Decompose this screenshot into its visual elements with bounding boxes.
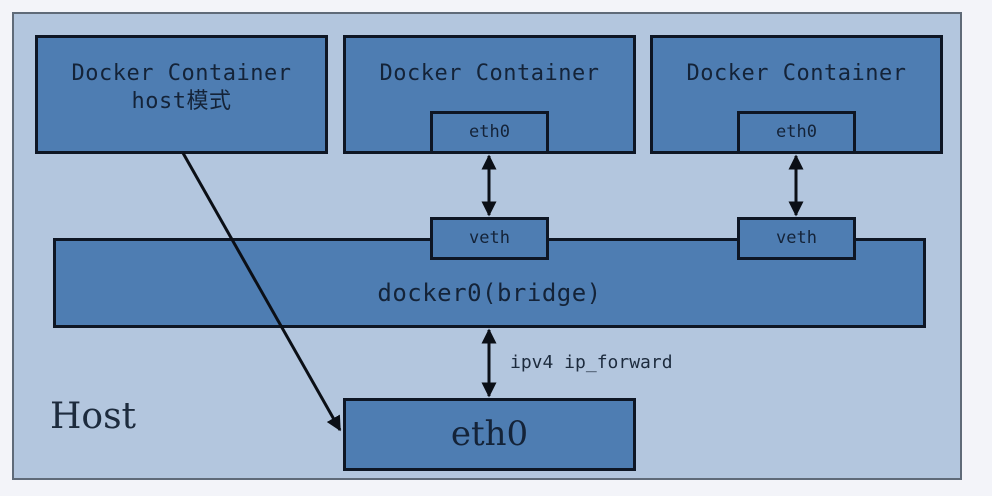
host-eth0: eth0 (343, 398, 636, 471)
container-subtitle: host模式 (131, 89, 232, 114)
eth0-label: eth0 (776, 122, 817, 142)
container-3-eth0: eth0 (737, 111, 856, 154)
container-title: Docker Container (71, 61, 292, 86)
container-title: Docker Container (686, 61, 907, 86)
bridge-label: docker0(bridge) (377, 279, 602, 307)
veth-2: veth (737, 217, 856, 260)
veth-label: veth (776, 228, 817, 248)
container-title: Docker Container (379, 61, 600, 86)
arrow-host-mode-to-eth0 (181, 152, 342, 432)
container-host-mode: Docker Container host模式 (35, 35, 328, 154)
container-3: Docker Container (650, 35, 943, 154)
veth-1: veth (430, 217, 549, 260)
host-label: Host (50, 396, 137, 437)
container-2-eth0: eth0 (430, 111, 549, 154)
veth-label: veth (469, 228, 510, 248)
eth0-label: eth0 (469, 122, 510, 142)
host-eth0-label: eth0 (450, 414, 529, 454)
ip-forward-label: ipv4 ip_forward (510, 352, 673, 373)
